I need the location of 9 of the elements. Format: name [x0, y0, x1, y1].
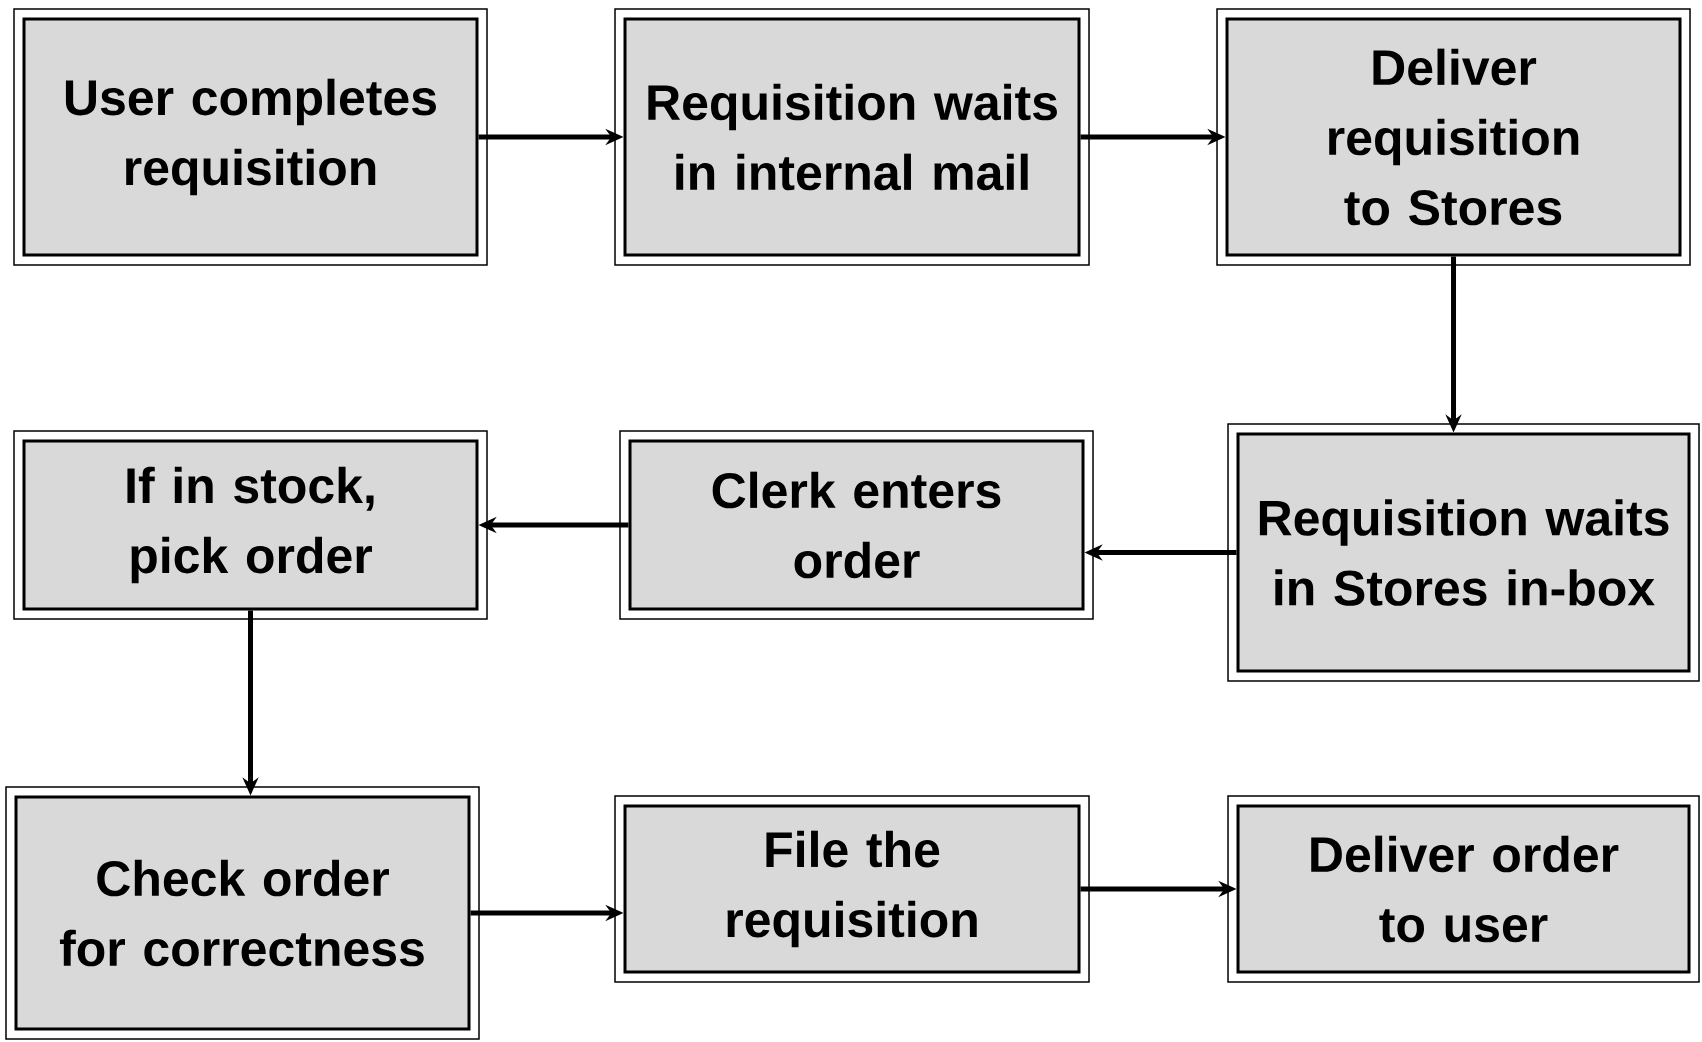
process-box: Deliver order to user: [1227, 795, 1700, 983]
process-box: Requisition waits in internal mail: [614, 8, 1090, 266]
process-box: Clerk enters order: [619, 430, 1094, 620]
process-box: If in stock, pick order: [13, 430, 488, 620]
process-box: File the requisition: [614, 795, 1090, 983]
process-box: User completes requisition: [13, 8, 488, 266]
process-box: Requisition waits in Stores in-box: [1227, 423, 1700, 682]
process-box: Deliver requisition to Stores: [1216, 8, 1691, 266]
process-box: Check order for correctness: [5, 786, 480, 1040]
